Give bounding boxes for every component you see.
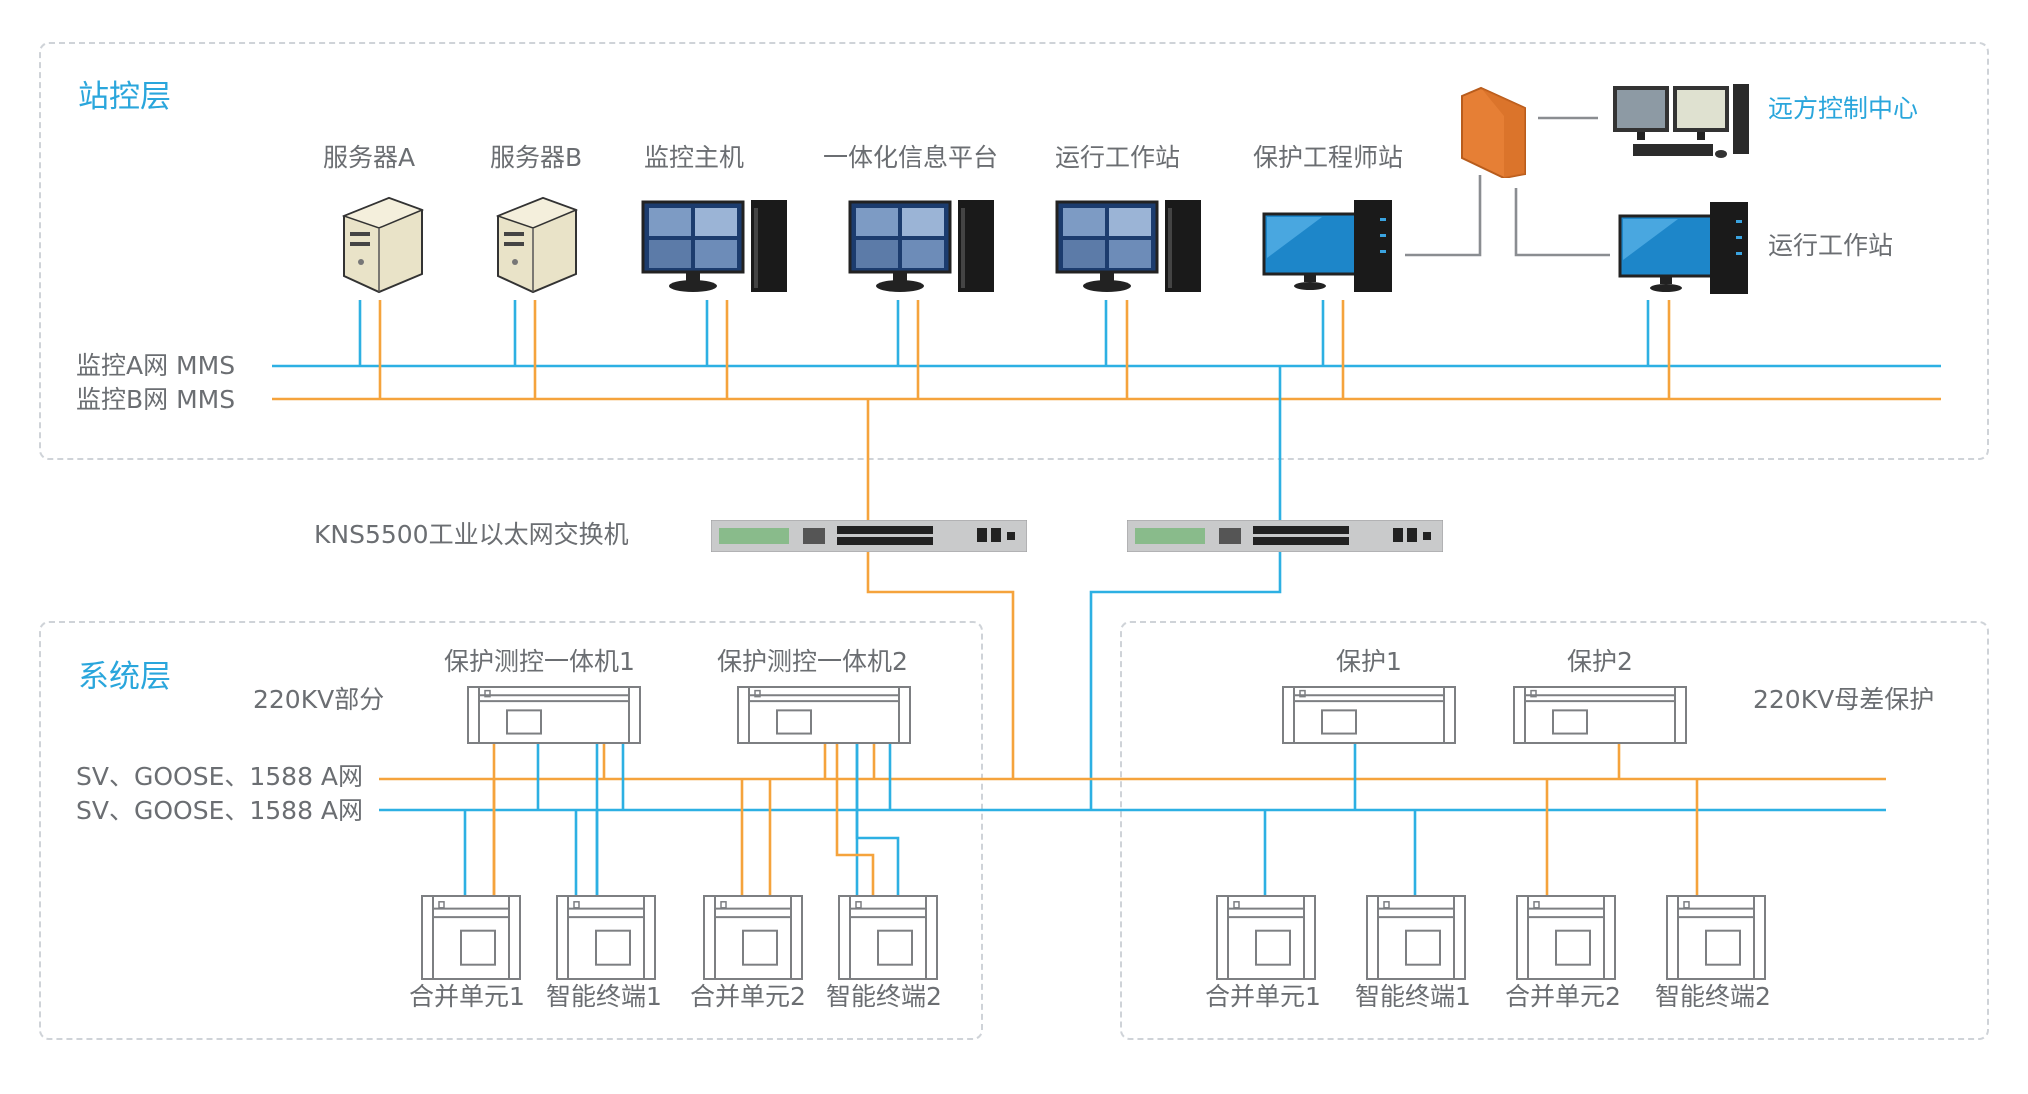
field-unit-label: 智能终端2 (1655, 982, 1771, 1011)
switch-label: KNS5500工业以太网交换机 (314, 520, 629, 549)
mms-bus-b-label: 监控B网 MMS (76, 385, 236, 414)
remote-center-label: 远方控制中心 (1768, 94, 1919, 123)
field-unit-label: 合并单元1 (409, 982, 525, 1011)
field-unit-icon (1216, 895, 1316, 984)
system-layer-left-zone (39, 621, 983, 1040)
monitor-workstation-icon (641, 198, 791, 298)
ethernet-switch-icon (710, 519, 1028, 556)
firewall-icon (1459, 86, 1529, 182)
device-label-server-b: 服务器B (490, 143, 583, 172)
monitor-workstation-icon (1055, 198, 1205, 298)
protection-unit-label: 保护1 (1336, 647, 1402, 676)
device-label-monitor-host: 监控主机 (644, 143, 745, 172)
firewall-workstation-link (1514, 188, 1610, 257)
dual-monitor-workstation-icon (1613, 84, 1753, 168)
field-unit-label: 合并单元2 (1505, 982, 1621, 1011)
device-label-server-a: 服务器A (323, 143, 416, 172)
protection-unit-label: 保护测控一体机1 (444, 647, 635, 676)
protection-control-unit-icon (737, 686, 911, 748)
field-unit-icon (1516, 895, 1616, 984)
field-unit-label: 智能终端2 (826, 982, 942, 1011)
sv-bus-a-label: SV、GOOSE、1588 A网 (76, 762, 364, 791)
desktop-pc-icon (1262, 198, 1394, 298)
right-section-label: 220KV母差保护 (1753, 685, 1935, 714)
field-unit-icon (421, 895, 521, 984)
firewall-link (1405, 175, 1482, 257)
field-unit-icon (703, 895, 803, 984)
sv-bus-b-label: SV、GOOSE、1588 A网 (76, 796, 364, 825)
device-label-info-platform: 一体化信息平台 (823, 143, 999, 172)
server-icon (334, 196, 426, 298)
protection-control-unit-icon (1282, 686, 1456, 748)
field-drop (855, 744, 900, 895)
remote-workstation-label: 运行工作站 (1768, 231, 1894, 260)
station-layer-zone (39, 42, 1989, 460)
field-unit-icon (838, 895, 938, 984)
switch1-downlink (866, 552, 1015, 779)
ethernet-switch-icon (1126, 519, 1444, 556)
field-unit-label: 智能终端1 (546, 982, 662, 1011)
protection-unit-label: 保护测控一体机2 (717, 647, 908, 676)
field-unit-icon (556, 895, 656, 984)
mms-bus-a-label: 监控A网 MMS (76, 351, 236, 380)
server-icon (488, 196, 580, 298)
protection-unit-label: 保护2 (1567, 647, 1633, 676)
monitor-workstation-icon (848, 198, 998, 298)
protection-control-unit-icon (467, 686, 641, 748)
field-unit-label: 合并单元2 (690, 982, 806, 1011)
field-unit-label: 合并单元1 (1205, 982, 1321, 1011)
switch2-downlink (1089, 552, 1282, 810)
field-unit-icon (1366, 895, 1466, 984)
field-drop (835, 744, 875, 895)
device-label-protection-engineer: 保护工程师站 (1253, 143, 1404, 172)
protection-control-unit-icon (1513, 686, 1687, 748)
desktop-pc-icon (1618, 200, 1750, 300)
system-layer-right-zone (1120, 621, 1989, 1040)
station-layer-title: 站控层 (78, 79, 171, 115)
system-layer-title: 系统层 (78, 659, 171, 695)
field-unit-icon (1666, 895, 1766, 984)
field-unit-label: 智能终端1 (1355, 982, 1471, 1011)
device-label-operator-station: 运行工作站 (1055, 143, 1181, 172)
left-section-label: 220KV部分 (253, 685, 385, 714)
